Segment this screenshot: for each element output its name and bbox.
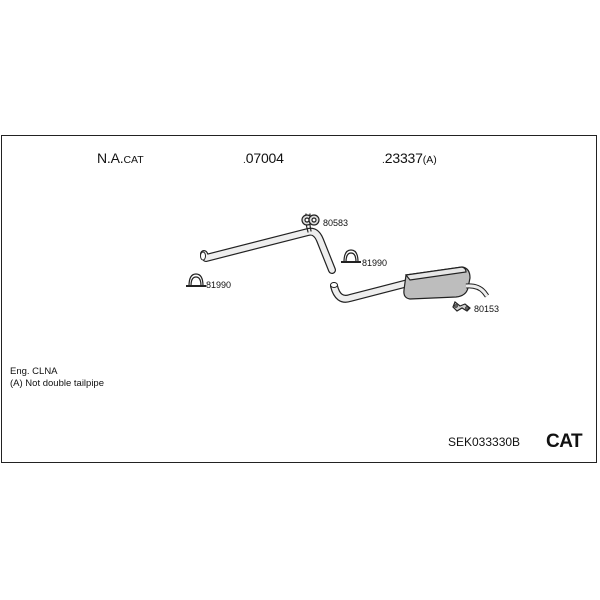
part-number-gasket: 80583 [323, 218, 349, 228]
header-part-prefix: . [243, 155, 246, 166]
cat-label: CAT [546, 431, 583, 452]
header-part-23337: .23337(A) [382, 150, 437, 166]
part-number-clamp-right: 81990 [362, 258, 388, 268]
header-na-label: N.A. [97, 150, 124, 166]
clamp-icon [186, 273, 206, 287]
clamp-icon [341, 249, 361, 263]
rear-pipe [330, 278, 416, 303]
header-part-prefix: . [382, 155, 385, 166]
engine-code-note: Eng. CLNA [10, 366, 58, 377]
front-pipe [200, 213, 336, 274]
rear-muffler [403, 266, 489, 300]
diagram-frame [1, 135, 597, 463]
engine-notes: Eng. CLNA (A) Not double tailpipe [10, 366, 104, 389]
header-part-suffix: (A) [422, 154, 437, 166]
hanger-icon [452, 301, 471, 312]
header-cat-suffix: CAT [123, 154, 144, 166]
header-na-cat: N.A.CAT [97, 150, 144, 166]
part-number-hanger: 80153 [474, 304, 500, 314]
header-part-number: 07004 [245, 150, 284, 166]
part-number-clamp-left: 81990 [206, 280, 232, 290]
header-part-07004: .07004 [243, 150, 284, 166]
gasket-icon [301, 214, 320, 226]
kit-code: SEK033330B [448, 435, 521, 449]
header-part-number: 23337 [384, 150, 423, 166]
tailpipe-note: (A) Not double tailpipe [10, 377, 104, 389]
